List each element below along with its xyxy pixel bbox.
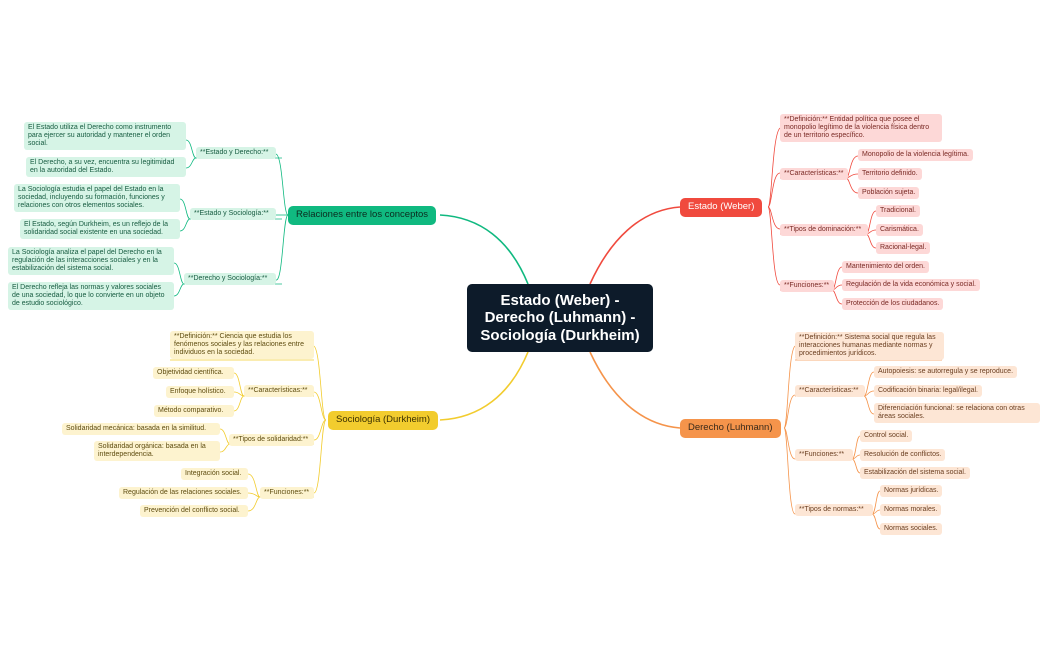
estado-fun-item[interactable]: Protección de los ciudadanos.	[842, 298, 944, 311]
rel-ds-item[interactable]: El Derecho refleja las normas y valores …	[8, 282, 174, 311]
sociologia-fun-item[interactable]: Regulación de las relaciones sociales.	[119, 487, 248, 500]
derecho-funciones[interactable]: **Funciones:**	[795, 449, 853, 462]
estado-fun-item[interactable]: Regulación de la vida económica y social…	[842, 279, 980, 292]
central-topic[interactable]: Estado (Weber) - Derecho (Luhmann) - Soc…	[467, 284, 653, 352]
estado-definicion[interactable]: **Definición:** Entidad política que pos…	[780, 114, 942, 143]
derecho-caracteristicas[interactable]: **Características:**	[795, 385, 865, 398]
estado-car-item[interactable]: Territorio definido.	[858, 168, 922, 181]
derecho-norma-item[interactable]: Normas morales.	[880, 504, 942, 517]
link-sociologia	[439, 351, 529, 421]
relaciones-node[interactable]: Relaciones entre los conceptos	[288, 206, 437, 225]
estado-dominacion[interactable]: **Tipos de dominación:**	[780, 224, 868, 237]
estado-funciones[interactable]: **Funciones:**	[780, 280, 834, 293]
sociologia-car-item[interactable]: Enfoque holístico.	[166, 386, 234, 399]
sociologia-funciones[interactable]: **Funciones:**	[260, 487, 314, 500]
estado-fun-item[interactable]: Mantenimiento del orden.	[842, 261, 929, 274]
derecho-definicion[interactable]: **Definición:** Sistema social que regul…	[795, 332, 944, 361]
link-relaciones	[439, 214, 529, 285]
sociologia-node[interactable]: Sociología (Durkheim)	[328, 411, 438, 430]
derecho-car-item[interactable]: Autopoiesis: se autorregula y se reprodu…	[874, 366, 1018, 379]
estado-caracteristicas[interactable]: **Características:**	[780, 168, 848, 181]
link-derecho	[589, 351, 681, 429]
rel-es-item[interactable]: La Sociología estudia el papel del Estad…	[14, 184, 180, 213]
estado-car-item[interactable]: Monopolio de la violencia legítima.	[858, 149, 974, 162]
rel-ed-item[interactable]: El Estado utiliza el Derecho como instru…	[24, 122, 186, 151]
sociologia-fun-item[interactable]: Integración social.	[181, 468, 248, 481]
derecho-node[interactable]: Derecho (Luhmann)	[680, 419, 781, 438]
derecho-fun-item[interactable]: Resolución de conflictos.	[860, 449, 946, 462]
derecho-car-item[interactable]: Codificación binaria: legal/ilegal.	[874, 385, 983, 398]
estado-dom-item[interactable]: Carismática.	[876, 224, 923, 237]
rel-es-item[interactable]: El Estado, según Durkheim, es un reflejo…	[20, 219, 180, 240]
estado-node[interactable]: Estado (Weber)	[680, 198, 763, 217]
sociologia-caracteristicas[interactable]: **Características:**	[244, 385, 314, 398]
sociologia-car-item[interactable]: Objetividad científica.	[153, 367, 234, 380]
sociologia-sol-item[interactable]: Solidaridad mecánica: basada en la simil…	[62, 423, 220, 436]
sociologia-fun-item[interactable]: Prevención del conflicto social.	[140, 505, 248, 518]
derecho-car-item[interactable]: Diferenciación funcional: se relaciona c…	[874, 403, 1040, 424]
derecho-norma-item[interactable]: Normas jurídicas.	[880, 485, 943, 498]
sociologia-sol-item[interactable]: Solidaridad orgánica: basada en la inter…	[94, 441, 220, 462]
rel-ds-item[interactable]: La Sociología analiza el papel del Derec…	[8, 247, 174, 276]
derecho-fun-item[interactable]: Control social.	[860, 430, 913, 443]
rel-estado-derecho[interactable]: **Estado y Derecho:**	[196, 147, 276, 160]
derecho-norma-item[interactable]: Normas sociales.	[880, 523, 942, 536]
estado-car-item[interactable]: Población sujeta.	[858, 187, 920, 200]
rel-estado-sociologia[interactable]: **Estado y Sociología:**	[190, 208, 276, 221]
estado-dom-item[interactable]: Tradicional.	[876, 205, 920, 218]
rel-ed-item[interactable]: El Derecho, a su vez, encuentra su legit…	[26, 157, 186, 178]
link-estado	[589, 206, 681, 285]
derecho-fun-item[interactable]: Estabilización del sistema social.	[860, 467, 970, 480]
derecho-normas[interactable]: **Tipos de normas:**	[795, 504, 873, 517]
rel-derecho-sociologia[interactable]: **Derecho y Sociología:**	[184, 273, 276, 286]
sociologia-solidaridad[interactable]: **Tipos de solidaridad:**	[229, 434, 314, 447]
sociologia-definicion[interactable]: **Definición:** Ciencia que estudia los …	[170, 331, 314, 360]
estado-dom-item[interactable]: Racional-legal.	[876, 242, 931, 255]
sociologia-car-item[interactable]: Método comparativo.	[154, 405, 234, 418]
